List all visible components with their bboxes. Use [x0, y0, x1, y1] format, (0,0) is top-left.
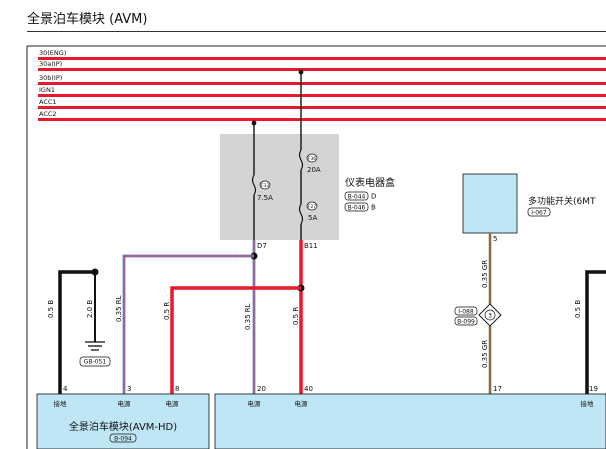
wire-red-branch: [170, 286, 301, 394]
module-pin: 8: [175, 385, 179, 393]
wire-label: 0.5 B: [47, 300, 55, 318]
module-name: 全景泊车模块(AVM-HD): [69, 420, 177, 433]
inline-pin: 3: [488, 313, 492, 320]
wire-label: 0.35 RL: [244, 303, 252, 330]
module-pin: 17: [493, 385, 502, 393]
fuse-output-pin: D7: [257, 242, 267, 250]
junction-dot: [251, 120, 257, 126]
pin-function: 电源: [118, 399, 132, 408]
mfs-badge: [527, 207, 551, 217]
fuse-id: F27: [308, 204, 316, 210]
wire-label: 0.5 R: [163, 302, 171, 320]
fuse-box: F33 7.5A F36 20A F27 5A D7 B11: [220, 69, 339, 250]
connector-code: B-044: [348, 194, 366, 201]
fuse-id: F36: [308, 156, 316, 162]
connector-pin: D: [371, 193, 376, 201]
fuse-output-pin: B11: [304, 242, 318, 250]
fuse-id: F33: [261, 183, 269, 189]
inline-pin-circle: [484, 309, 496, 321]
module-pin: 4: [63, 385, 68, 393]
wire-label: 0.5 R: [292, 307, 300, 325]
bus-label: 30a(IP): [39, 60, 62, 68]
fuse-box-name: 仪表电器盒: [345, 176, 395, 189]
fuse-box-body: [220, 134, 339, 240]
fuse-rating: 20A: [307, 166, 321, 174]
bus-line: [38, 68, 606, 71]
wire-rl-branch-stripe: [123, 255, 254, 394]
ground-code: GB-051: [84, 359, 107, 366]
module-pin: 40: [304, 385, 313, 393]
wire-rl-branch: [122, 254, 254, 394]
inline-code: B-099: [457, 319, 475, 326]
mfs-body: [462, 173, 518, 234]
module-body-left: [36, 393, 210, 449]
title-rule: [27, 31, 606, 32]
pin-function: 电源: [166, 399, 180, 408]
wire-label: 0.5 B: [574, 300, 582, 318]
bus-label: IGN1: [39, 86, 55, 94]
bus-line: [38, 118, 606, 121]
pin-function: 接地: [54, 399, 68, 408]
module-pin: 19: [589, 385, 598, 393]
connector-pin: B: [371, 204, 376, 212]
bus-label: 30(ENG): [39, 49, 66, 57]
bus-label: ACC2: [39, 110, 57, 118]
inline-badge: [454, 316, 478, 326]
module-body-right: [214, 393, 606, 449]
wire-label: 2.0 B: [86, 300, 94, 318]
wire-label: 0.35 GR: [481, 340, 489, 368]
fuse-badge: [259, 180, 271, 190]
bus-line: [38, 94, 606, 97]
fuse-badge: [306, 153, 318, 163]
inline-badge: [454, 306, 478, 316]
avm-module: 4 3 8 20 40 17 19 接地 电源 电源 电源 电源 接地 全景泊车…: [36, 385, 606, 449]
pin-function: 电源: [295, 399, 309, 408]
fuse-rating: 5A: [308, 214, 317, 222]
ground-badge: [79, 356, 111, 367]
fuse-rating: 7.5A: [257, 194, 273, 202]
fuse-symbol: [298, 149, 304, 171]
bus-label: 30b(IP): [39, 74, 62, 82]
wire-label: 0.35 RL: [115, 295, 123, 322]
pin-function: 电源: [248, 399, 262, 408]
mfs-pin: 5: [493, 235, 497, 243]
fuse-badge: [306, 201, 318, 211]
connector-badge: [344, 191, 369, 201]
module-pin: 20: [257, 385, 266, 393]
bus-line: [38, 106, 606, 109]
bus-line: [38, 82, 606, 85]
module-pin: 3: [127, 385, 131, 393]
bus-line: [38, 57, 606, 60]
module-code: B-094: [114, 436, 132, 443]
mfs-name: 多功能开关(6MT: [528, 195, 596, 207]
connector-code: B-046: [348, 205, 366, 212]
inline-code: I-088: [458, 309, 474, 316]
connector-badge: [344, 202, 369, 212]
wire-black: [585, 270, 606, 394]
fuse-symbol: [251, 174, 257, 196]
module-badge: [109, 433, 137, 443]
wire-label: 0.35 GR: [481, 260, 489, 288]
bus-label: ACC1: [39, 98, 57, 106]
page-title: 全景泊车模块 (AVM): [27, 12, 148, 27]
junction-dot: [298, 69, 304, 75]
power-buses: 30(ENG) 30a(IP) 30b(IP) IGN1 ACC1 ACC2: [38, 49, 606, 121]
pin-function: 接地: [581, 399, 595, 408]
fuse-symbol: [298, 203, 304, 225]
mfs-code: I-067: [531, 210, 547, 217]
wire-black: [58, 270, 95, 394]
